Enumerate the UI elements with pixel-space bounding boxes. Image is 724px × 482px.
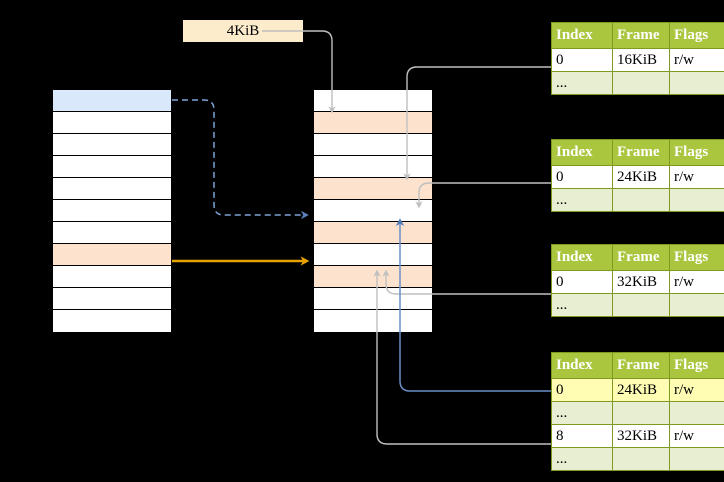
- inner-page-table-row-9: [314, 288, 432, 310]
- cell-flags: r/w: [669, 378, 724, 402]
- inner-page-table-row-6: [314, 222, 432, 244]
- outer-page-table-row-2: [53, 134, 171, 156]
- cell-flags: r/w: [669, 165, 724, 189]
- inner-page-table-row-8: [314, 266, 432, 288]
- outer-page-table: [52, 89, 172, 332]
- cell-frame: 32KiB: [612, 270, 670, 294]
- inner-page-table-row-7: [314, 244, 432, 266]
- cell-frame: [612, 293, 670, 317]
- table-row: ...: [551, 447, 724, 471]
- cell-frame: 32KiB: [612, 424, 670, 448]
- column-header-flags: Flags: [669, 352, 724, 379]
- cell-frame: [612, 71, 670, 95]
- column-header-frame: Frame: [612, 139, 670, 166]
- column-header-index: Index: [551, 139, 613, 166]
- outer-page-table-row-7: [53, 244, 171, 266]
- cell-flags: [669, 447, 724, 471]
- column-header-flags: Flags: [669, 244, 724, 271]
- outer-page-table-row-9: [53, 288, 171, 310]
- cell-flags: [669, 293, 724, 317]
- cell-index: 0: [551, 165, 613, 189]
- cell-index: ...: [551, 401, 613, 425]
- outer-page-table-row-0: [53, 90, 171, 112]
- cell-flags: [669, 401, 724, 425]
- inner-page-table-row-5: [314, 200, 432, 222]
- column-header-flags: Flags: [669, 22, 724, 49]
- inner-page-table-row-2: [314, 134, 432, 156]
- table-row: ...: [551, 401, 724, 425]
- inner-page-table-row-1: [314, 112, 432, 134]
- cell-index: 0: [551, 270, 613, 294]
- wire-frame2-to-inner: [415, 182, 551, 209]
- outer-page-table-row-10: [53, 310, 171, 332]
- column-header-flags: Flags: [669, 139, 724, 166]
- inner-page-table-row-4: [314, 178, 432, 200]
- column-header-index: Index: [551, 22, 613, 49]
- cell-frame: 16KiB: [612, 48, 670, 72]
- wire-outer-to-inner-dashed: [172, 99, 309, 220]
- outer-page-table-row-3: [53, 156, 171, 178]
- inner-page-table: [313, 89, 433, 332]
- cell-index: 0: [551, 48, 613, 72]
- table-row: ...: [551, 71, 724, 95]
- cell-index: ...: [551, 447, 613, 471]
- page-size-label: 4KiB: [183, 20, 303, 42]
- outer-page-table-row-6: [53, 222, 171, 244]
- outer-page-table-row-5: [53, 200, 171, 222]
- cell-index: 8: [551, 424, 613, 448]
- outer-page-table-row-8: [53, 266, 171, 288]
- column-header-frame: Frame: [612, 244, 670, 271]
- inner-page-table-row-0: [314, 90, 432, 112]
- column-header-frame: Frame: [612, 352, 670, 379]
- column-header-frame: Frame: [612, 22, 670, 49]
- cell-index: 0: [551, 378, 613, 402]
- cell-frame: 24KiB: [612, 165, 670, 189]
- inner-page-table-row-3: [314, 156, 432, 178]
- cell-flags: r/w: [669, 48, 724, 72]
- cell-flags: [669, 188, 724, 212]
- column-header-index: Index: [551, 244, 613, 271]
- outer-page-table-row-1: [53, 112, 171, 134]
- table-row: ...: [551, 293, 724, 317]
- cell-frame: [612, 401, 670, 425]
- table-row: ...: [551, 188, 724, 212]
- cell-flags: [669, 71, 724, 95]
- column-header-index: Index: [551, 352, 613, 379]
- inner-page-table-row-10: [314, 310, 432, 332]
- cell-index: ...: [551, 293, 613, 317]
- cell-frame: [612, 188, 670, 212]
- cell-index: ...: [551, 71, 613, 95]
- cell-flags: r/w: [669, 270, 724, 294]
- cell-frame: 24KiB: [612, 378, 670, 402]
- outer-page-table-row-4: [53, 178, 171, 200]
- cell-flags: r/w: [669, 424, 724, 448]
- cell-frame: [612, 447, 670, 471]
- cell-index: ...: [551, 188, 613, 212]
